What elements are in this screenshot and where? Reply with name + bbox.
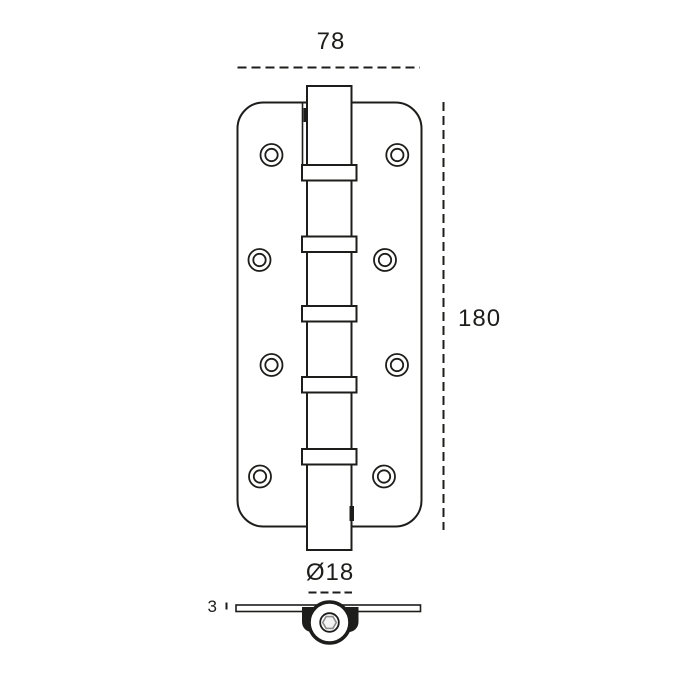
dimension-width: 78: [237, 28, 420, 69]
height-dimension-label: 180: [458, 305, 501, 332]
screw-hole: [385, 353, 409, 377]
screw-holes: [247, 143, 410, 489]
dimension-height: 180: [442, 102, 501, 530]
thickness-dimension-label: 3: [208, 597, 218, 616]
pin-mark-bottom: [349, 506, 354, 521]
washer-band: [301, 448, 358, 466]
pin-mark-top: [303, 108, 308, 122]
screw-hole: [373, 248, 397, 272]
washer-band: [301, 376, 358, 394]
washer-band: [301, 235, 358, 253]
washer-band: [301, 164, 358, 182]
screw-hole: [259, 143, 284, 167]
knuckle-washer-bands: [301, 164, 358, 466]
screw-hole: [247, 248, 272, 272]
screw-hole: [385, 143, 410, 167]
screw-hole: [259, 353, 284, 377]
diameter-dimension-label: Ø18: [306, 559, 354, 586]
hex-socket-icon: [321, 615, 338, 630]
screw-hole: [248, 464, 272, 489]
hinge-bottom-view: Ø18 3: [208, 559, 422, 645]
screw-hole: [372, 464, 396, 489]
hinge-front-view: [236, 85, 423, 551]
width-dimension-label: 78: [317, 28, 346, 55]
washer-band: [301, 305, 358, 323]
